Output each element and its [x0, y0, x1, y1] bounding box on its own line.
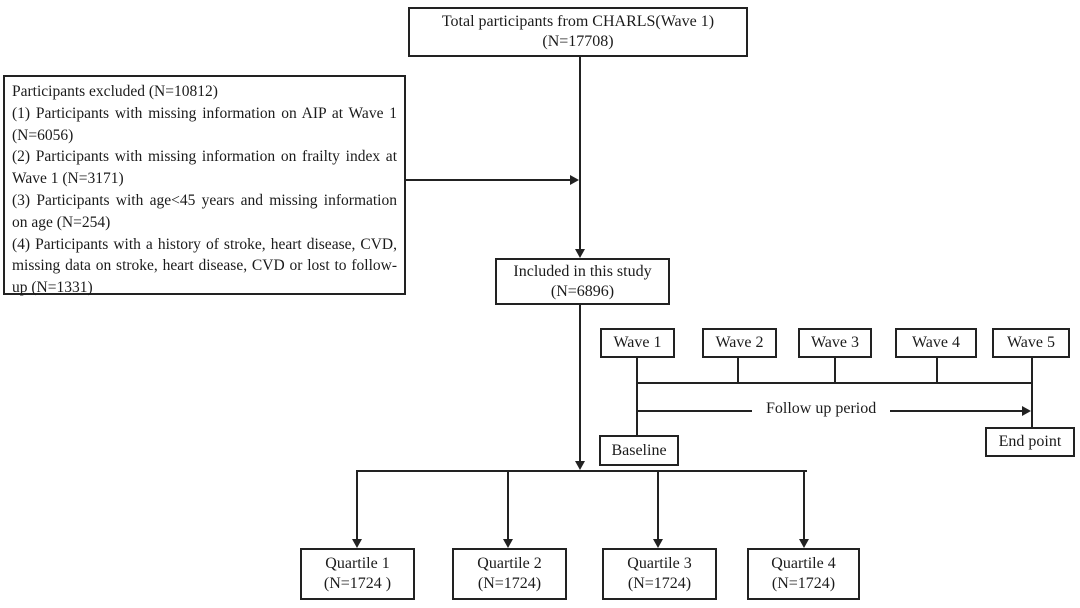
total-participants-count: (N=17708)	[542, 33, 614, 50]
arrowhead-excluded-to-stem	[570, 175, 579, 185]
quartile-2-label: Quartile 2	[477, 555, 542, 572]
connector-top-to-included	[579, 57, 581, 252]
quartile-1-box: Quartile 1 (N=1724 )	[300, 548, 415, 600]
excluded-item-4: (4) Participants with a history of strok…	[12, 235, 397, 297]
wave-2-box: Wave 2	[702, 328, 777, 358]
wave-5-box: Wave 5	[992, 328, 1070, 358]
wave-4-stem	[936, 358, 938, 384]
quartile-3-stem	[657, 470, 659, 539]
wave-3-label: Wave 3	[810, 334, 860, 351]
quartile-split-line	[357, 470, 807, 472]
arrowhead-into-split	[575, 461, 585, 470]
arrowhead-into-included	[575, 249, 585, 258]
arrowhead-follow-up	[1022, 406, 1031, 416]
wave-2-label: Wave 2	[715, 334, 764, 351]
wave-3-box: Wave 3	[798, 328, 872, 358]
wave-4-box: Wave 4	[895, 328, 977, 358]
excluded-item-2: (2) Participants with missing informatio…	[12, 148, 397, 188]
wave-1-stem	[636, 358, 638, 384]
excluded-item-1: (1) Participants with missing informatio…	[12, 104, 397, 144]
quartile-4-box: Quartile 4 (N=1724)	[747, 548, 860, 600]
arrowhead-quartile-4	[799, 539, 809, 548]
included-line1: Included in this study	[513, 262, 652, 280]
end-point-box: End point	[985, 427, 1075, 457]
wave-5-label: Wave 5	[1006, 334, 1056, 351]
baseline-label: Baseline	[611, 441, 667, 459]
wave-timeline-line	[636, 382, 1033, 384]
excluded-item-3: (3) Participants with age<45 years and m…	[12, 191, 397, 231]
wave-3-stem	[834, 358, 836, 384]
arrowhead-quartile-2	[503, 539, 513, 548]
quartile-2-count: (N=1724)	[477, 575, 542, 592]
wave-1-label: Wave 1	[613, 334, 662, 351]
quartile-1-count: (N=1724 )	[323, 575, 392, 592]
total-participants-line1: Total participants from CHARLS(Wave 1)	[441, 13, 715, 30]
included-count: (N=6896)	[550, 282, 615, 300]
quartile-3-box: Quartile 3 (N=1724)	[602, 548, 717, 600]
quartile-3-count: (N=1724)	[627, 575, 692, 592]
included-box: Included in this study (N=6896)	[495, 258, 670, 305]
excluded-participants-box: Participants excluded (N=10812) (1) Part…	[3, 75, 406, 296]
quartile-4-count: (N=1724)	[771, 575, 836, 592]
connector-wave1-to-baseline	[636, 382, 638, 435]
connector-wave5-to-endpoint	[1031, 382, 1033, 427]
quartile-1-label: Quartile 1	[325, 555, 390, 572]
wave-1-box: Wave 1	[600, 328, 675, 358]
quartile-4-stem	[803, 470, 805, 539]
connector-excluded-to-stem	[406, 179, 572, 181]
wave-2-stem	[737, 358, 739, 384]
quartile-1-stem	[356, 470, 358, 539]
baseline-box: Baseline	[599, 435, 679, 466]
quartile-4-label: Quartile 4	[771, 555, 836, 572]
quartile-3-label: Quartile 3	[627, 555, 692, 572]
quartile-2-stem	[507, 470, 509, 539]
connector-included-to-split	[579, 305, 581, 461]
follow-up-period-label: Follow up period	[752, 400, 891, 418]
quartile-2-box: Quartile 2 (N=1724)	[452, 548, 567, 600]
wave-5-stem	[1031, 358, 1033, 384]
wave-4-label: Wave 4	[911, 334, 961, 351]
excluded-title: Participants excluded (N=10812)	[12, 83, 218, 100]
end-point-label: End point	[998, 433, 1062, 450]
total-participants-box: Total participants from CHARLS(Wave 1) (…	[408, 7, 748, 57]
arrowhead-quartile-3	[653, 539, 663, 548]
arrowhead-quartile-1	[352, 539, 362, 548]
